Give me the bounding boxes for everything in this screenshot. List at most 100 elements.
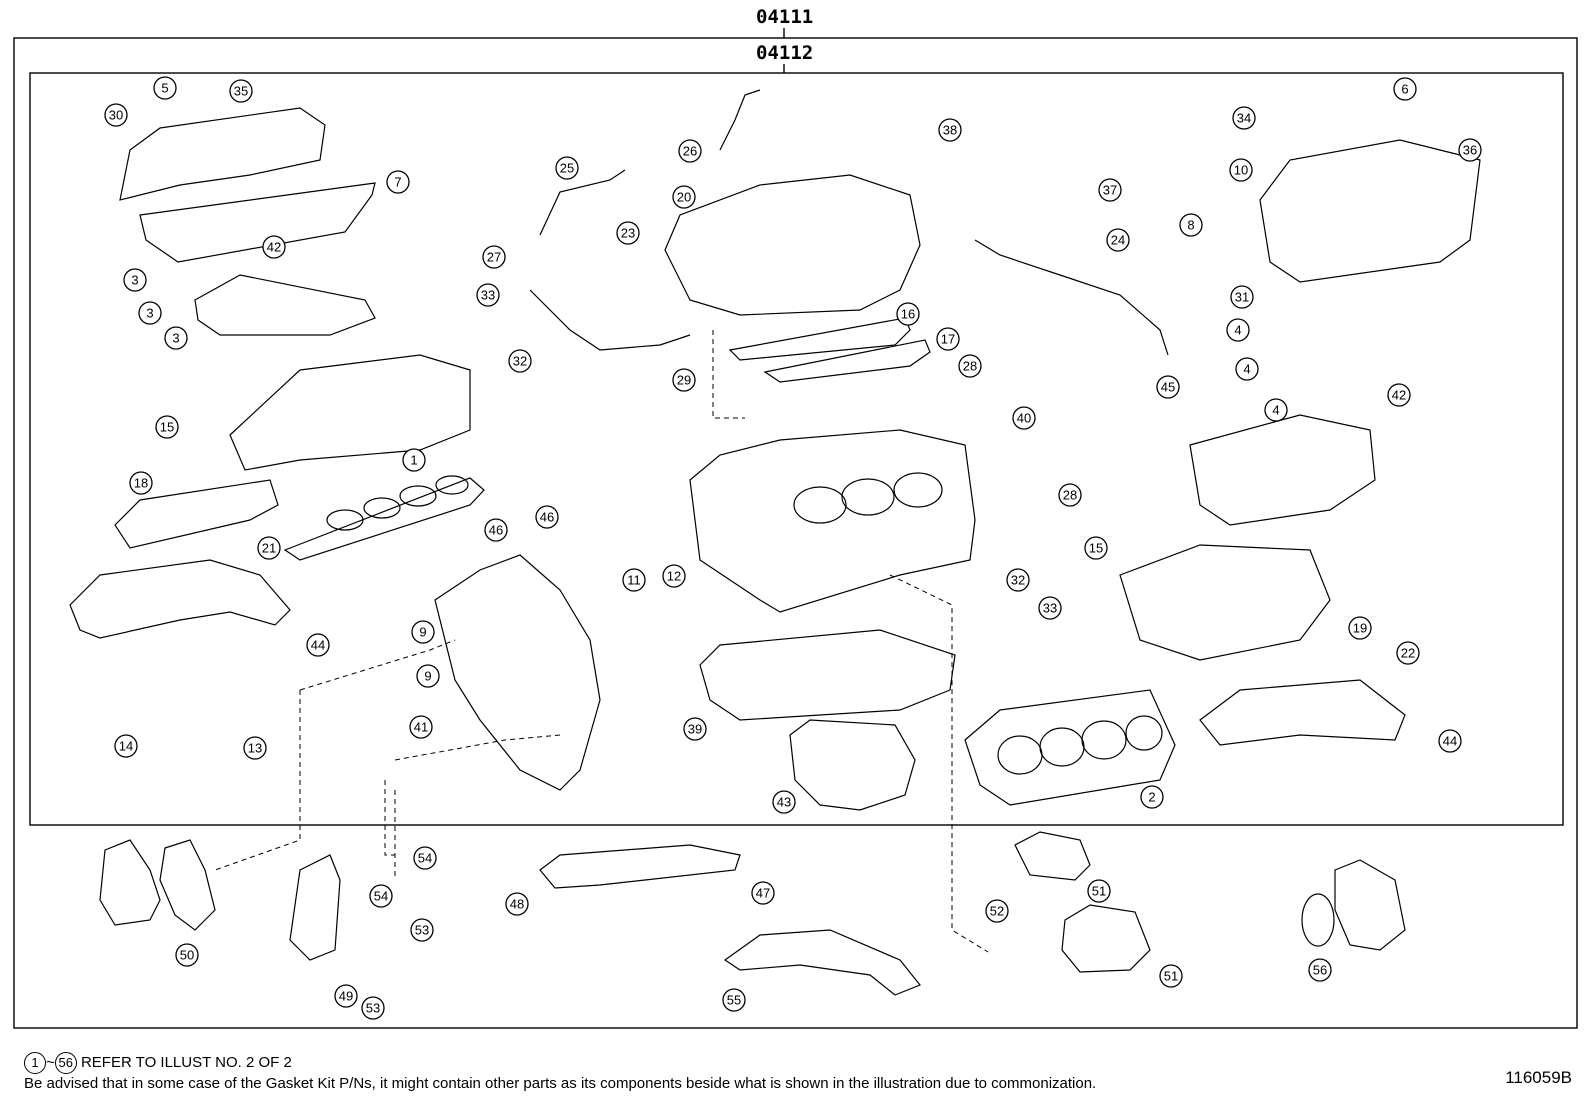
callout-12: 12 <box>662 564 686 588</box>
footer-reference-note: 1~56 REFER TO ILLUST NO. 2 OF 2 <box>24 1052 292 1074</box>
callout-49: 49 <box>334 984 358 1008</box>
callout-label: 30 <box>109 108 123 123</box>
callout-3: 3 <box>138 301 162 325</box>
exhaust-gasket-left <box>114 479 279 549</box>
callout-label: 55 <box>727 993 741 1008</box>
callout-36: 36 <box>1458 138 1482 162</box>
callout-6: 6 <box>1393 77 1417 101</box>
water-inlet-pipe <box>719 89 761 151</box>
callout-27: 27 <box>482 245 506 269</box>
rear-oil-seal-retainer <box>1334 859 1406 951</box>
callout-32: 32 <box>508 349 532 373</box>
callout-26: 26 <box>678 139 702 163</box>
callout-label: 3 <box>146 306 153 321</box>
throttle-body-tube <box>539 169 626 236</box>
callout-16: 16 <box>896 302 920 326</box>
callout-label: 32 <box>1011 573 1025 588</box>
callout-23: 23 <box>616 221 640 245</box>
callout-label: 53 <box>366 1001 380 1016</box>
callout-label: 21 <box>262 541 276 556</box>
oil-strainer-pipe <box>723 929 921 996</box>
callout-24: 24 <box>1106 228 1130 252</box>
callout-label: 18 <box>134 476 148 491</box>
cover-gasket-left <box>139 182 376 263</box>
callout-56: 56 <box>1308 958 1332 982</box>
callout-9: 9 <box>416 664 440 688</box>
callout-13: 13 <box>243 736 267 760</box>
kit-number-outer: 04111 <box>756 6 814 28</box>
callout-45: 45 <box>1156 375 1180 399</box>
callout-33: 33 <box>1038 596 1062 620</box>
callout-32: 32 <box>1006 568 1030 592</box>
callout-label: 16 <box>901 307 915 322</box>
part-sketches <box>69 89 1481 996</box>
callout-48: 48 <box>505 892 529 916</box>
callout-40: 40 <box>1012 406 1036 430</box>
callout-label: 32 <box>513 354 527 369</box>
callout-label: 47 <box>756 886 770 901</box>
intake-gasket-lower <box>763 339 931 383</box>
callout-38: 38 <box>938 118 962 142</box>
callout-label: 41 <box>414 720 428 735</box>
callout-label: 2 <box>1148 790 1155 805</box>
callout-41: 41 <box>409 715 433 739</box>
callout-33: 33 <box>476 283 500 307</box>
callout-46: 46 <box>535 505 559 529</box>
callout-label: 4 <box>1272 403 1279 418</box>
callout-8: 8 <box>1179 213 1203 237</box>
ref-end-circle: 56 <box>54 1052 77 1074</box>
callout-label: 33 <box>481 288 495 303</box>
callout-label: 44 <box>1443 734 1457 749</box>
timing-cover <box>434 554 601 791</box>
water-pump-gasket <box>159 839 216 931</box>
callout-label: 42 <box>267 240 281 255</box>
callout-label: 45 <box>1161 380 1175 395</box>
exhaust-manifold-right <box>1199 679 1406 746</box>
callout-label: 11 <box>627 573 641 588</box>
callout-29: 29 <box>672 368 696 392</box>
callout-label: 25 <box>560 161 574 176</box>
callout-4: 4 <box>1235 357 1259 381</box>
callout-label: 40 <box>1017 411 1031 426</box>
callout-label: 4 <box>1243 362 1250 377</box>
callout-label: 28 <box>1063 488 1077 503</box>
callout-4: 4 <box>1264 398 1288 422</box>
callout-label: 14 <box>119 739 133 754</box>
callout-3: 3 <box>164 326 188 350</box>
callout-34: 34 <box>1232 106 1256 130</box>
callout-label: 44 <box>311 638 325 653</box>
callout-55: 55 <box>722 988 746 1012</box>
oil-pan-upper <box>699 629 956 721</box>
intake-manifold <box>664 174 921 316</box>
callout-label: 23 <box>621 226 635 241</box>
callout-label: 51 <box>1092 884 1106 899</box>
callout-label: 8 <box>1187 218 1194 233</box>
intake-pipe-bottom <box>539 844 741 889</box>
callout-22: 22 <box>1396 641 1420 665</box>
callout-label: 12 <box>667 569 681 584</box>
oil-pump <box>289 854 341 961</box>
callout-label: 5 <box>161 81 168 96</box>
callout-label: 56 <box>1313 963 1327 978</box>
callout-label: 51 <box>1164 969 1178 984</box>
callout-label: 22 <box>1401 646 1415 661</box>
callout-label: 15 <box>160 420 174 435</box>
callout-51: 51 <box>1159 964 1183 988</box>
callout-28: 28 <box>958 354 982 378</box>
callout-label: 1 <box>410 453 417 468</box>
footer-line2: Be advised that in some case of the Gask… <box>24 1075 1097 1092</box>
callout-label: 38 <box>943 123 957 138</box>
vvt-assembly <box>1014 831 1091 881</box>
callout-10: 10 <box>1229 158 1253 182</box>
callout-label: 19 <box>1353 621 1367 636</box>
kit-number-inner: 04112 <box>756 42 814 64</box>
cam-cover-left <box>119 107 326 201</box>
callout-label: 28 <box>963 359 977 374</box>
footer-line1: REFER TO ILLUST NO. 2 OF 2 <box>80 1053 292 1071</box>
callout-5: 5 <box>153 76 177 100</box>
callout-28: 28 <box>1058 483 1082 507</box>
callout-label: 7 <box>394 175 401 190</box>
dipstick-tube <box>974 239 1169 356</box>
callout-30: 30 <box>104 103 128 127</box>
